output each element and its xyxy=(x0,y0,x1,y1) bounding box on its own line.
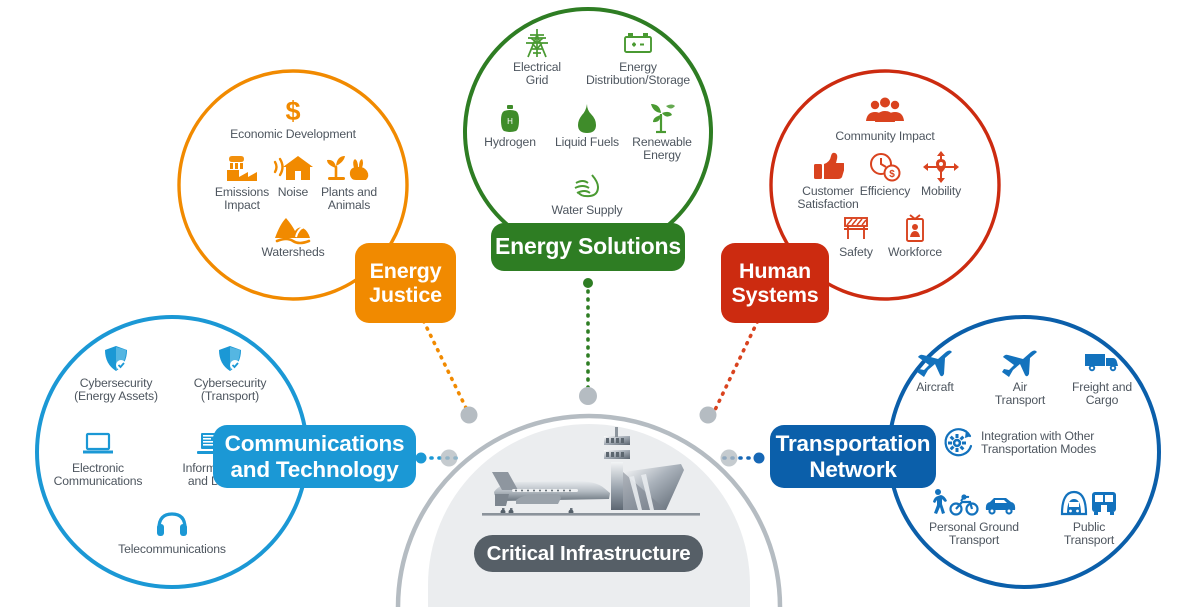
item-electronic-communications[interactable]: Electronic Communications xyxy=(13,427,183,489)
item-plants-and-animals[interactable]: Plants and Animals xyxy=(297,151,401,213)
item-caption: Freight and Cargo xyxy=(1071,380,1132,408)
center-label-critical-infrastructure[interactable]: Critical Infrastructure xyxy=(474,535,703,572)
item-personal-ground-transport[interactable]: Personal Ground Transport xyxy=(889,486,1059,548)
item-economic-development[interactable]: $ Economic Development xyxy=(208,93,378,141)
item-caption: Public Transport xyxy=(1063,520,1115,548)
cluster-label-energy-justice[interactable]: Energy Justice xyxy=(355,243,456,323)
people-group-icon xyxy=(800,95,970,129)
wind-turbine-leaf-icon xyxy=(610,101,714,135)
plant-and-rabbit-icon xyxy=(297,151,401,185)
item-caption: Watersheds xyxy=(261,245,325,259)
item-community-impact[interactable]: Community Impact xyxy=(800,95,970,143)
item-freight-and-cargo[interactable]: Freight and Cargo xyxy=(1050,346,1154,408)
item-caption: Electronic Communications xyxy=(53,461,143,489)
cluster-label-human-systems[interactable]: Human Systems xyxy=(721,243,829,323)
item-energy-distribution-storage[interactable]: Energy Distribution/Storage xyxy=(538,26,738,88)
cluster-label-transportation-network[interactable]: Transportation Network xyxy=(770,425,936,488)
dollar-sign-icon: $ xyxy=(208,93,378,127)
laptop-icon xyxy=(13,427,183,461)
hub-node-top xyxy=(579,387,597,405)
item-caption: Community Impact xyxy=(835,129,935,143)
hub-node-left xyxy=(440,449,458,467)
truck-icon xyxy=(1050,346,1154,380)
id-badge-icon xyxy=(863,211,967,245)
connector-dot-energy-solutions xyxy=(583,278,593,288)
item-caption: Renewable Energy xyxy=(632,135,692,163)
item-public-transport[interactable]: Public Transport xyxy=(1037,486,1141,548)
shield-check-icon xyxy=(145,342,315,376)
item-caption: Mobility xyxy=(920,184,962,198)
battery-icon xyxy=(538,26,738,60)
hub-node-right xyxy=(720,449,738,467)
hub-node-upper-left xyxy=(460,406,478,424)
cluster-energy-solutions[interactable]: Electrical Grid Energy Distribution/Stor… xyxy=(465,9,711,255)
item-cybersecurity-transport[interactable]: Cybersecurity (Transport) xyxy=(145,342,315,404)
gear-sync-icon xyxy=(941,427,975,459)
item-caption: Personal Ground Transport xyxy=(929,520,1019,548)
hub-node-upper-right xyxy=(699,406,717,424)
item-renewable-energy[interactable]: Renewable Energy xyxy=(610,101,714,163)
item-watersheds[interactable]: Watersheds xyxy=(241,211,345,259)
item-caption: Energy Distribution/Storage xyxy=(585,60,691,88)
item-integration-with-other-transportation-modes[interactable]: Integration with Other Transportation Mo… xyxy=(941,427,1141,459)
item-caption: Workforce xyxy=(888,245,942,259)
item-caption: Cybersecurity (Transport) xyxy=(193,376,267,404)
item-caption: Economic Development xyxy=(230,127,356,141)
airport-illustration-icon xyxy=(482,427,700,516)
train-bus-icon xyxy=(1037,486,1141,520)
item-caption: Integration with Other Transportation Mo… xyxy=(981,428,1097,456)
item-workforce[interactable]: Workforce xyxy=(863,211,967,259)
item-caption: Plants and Animals xyxy=(320,185,378,213)
four-way-arrows-pin-icon xyxy=(889,150,993,184)
item-mobility[interactable]: Mobility xyxy=(889,150,993,198)
connector-dot-communications xyxy=(415,452,427,464)
item-telecommunications[interactable]: Telecommunications xyxy=(72,508,272,556)
watershed-river-icon xyxy=(241,211,345,245)
connector-dot-transportation xyxy=(753,452,765,464)
cluster-label-energy-solutions[interactable]: Energy Solutions xyxy=(491,223,685,271)
svg-text:H: H xyxy=(507,117,513,126)
svg-text:$: $ xyxy=(285,96,300,125)
headset-icon xyxy=(72,508,272,542)
water-drop-waves-icon xyxy=(535,169,639,203)
cluster-label-communications-and-technology[interactable]: Communications and Technology xyxy=(213,425,416,488)
item-caption: Telecommunications xyxy=(118,542,226,556)
item-caption: Water Supply xyxy=(551,203,623,217)
pedestrian-bike-car-icon xyxy=(889,486,1059,520)
item-water-supply[interactable]: Water Supply xyxy=(535,169,639,217)
